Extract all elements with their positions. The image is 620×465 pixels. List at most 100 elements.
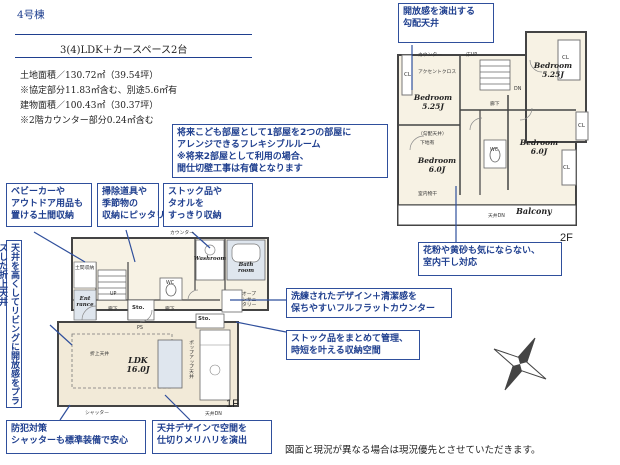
callout-towel-line-3: すっきり収納 <box>168 211 222 221</box>
shoes-storage-label: 土間収納 <box>75 266 95 271</box>
callout-stroller-line-3: 置ける土間収納 <box>11 211 75 221</box>
counter-label-2f: カウンター <box>418 53 442 58</box>
callout-flexible-line-3: ※将来2部屋として利用の場合、 <box>177 152 309 162</box>
callout-drying-line-2: 室内干し対応 <box>423 258 478 268</box>
spec-building-area: 建物面積／100.43㎡（30.37坪） <box>20 101 159 111</box>
slope-ceiling-label: （勾配天井） <box>418 132 447 137</box>
callout-counter-line-2: 保ちやすいフルフラットカウンター <box>291 304 436 314</box>
room-2f-balcony: Balcony <box>516 206 552 216</box>
shutter-label: シャッター <box>85 411 109 416</box>
callout-dirt-floor-storage: ベビーカーや アウトドア用品も 置ける土間収納 <box>6 183 92 227</box>
bedroom-c-size: 6.0J <box>428 165 446 174</box>
callout-crime-line-2: シャッターも標準装備で安心 <box>11 436 129 446</box>
compass-rose <box>493 337 547 391</box>
callout-cleaning-storage: 掃除道具や 季節物の 収納にピッタリ <box>97 183 166 227</box>
lower-ceiling-label: 下地有 <box>420 141 435 146</box>
closet-label-2f-a: CL <box>404 72 411 78</box>
entrance-name-2: rance <box>76 302 94 308</box>
bedroom-a-size: 5.25J <box>422 102 444 111</box>
callout-high-ceiling-line-2: 開放感をプラスした折上天井 <box>0 243 19 405</box>
floor-label-1f: 1F <box>226 398 239 410</box>
floor-label-2f: 2F <box>560 232 573 244</box>
ps-label: PS <box>137 326 143 331</box>
callout-flexible-line-4: 間仕切壁工事は有償となります <box>177 164 303 174</box>
indoor-hanger-label: 室内物干 <box>418 192 438 197</box>
popup-ceiling-label: ポップアップ天井 <box>188 340 193 379</box>
room-2f-bedroom-b: Bedroom 5.25J <box>533 61 573 79</box>
callout-design-line-2: 仕切りメリハリを演出 <box>157 436 248 446</box>
callout-flexible-line-1: 将来こども部屋として1部屋を2つの部屋に <box>177 128 352 138</box>
ldk-name: LDK <box>128 355 148 365</box>
closet-label-2f-d: CL <box>563 165 570 171</box>
ldk-size: 16.0J <box>126 364 150 374</box>
callout-flexible-line-2: アレンジできるフレキシブルルーム <box>177 140 321 150</box>
room-1f-washroom: Washroom <box>193 256 227 262</box>
callout-stock-storage: ストック品をまとめて管理、 時短を叶える収納空間 <box>286 330 420 360</box>
down-label-2f: DN <box>514 87 522 92</box>
callout-towel-line-1: ストック品や <box>168 187 223 197</box>
room-1f-ldk: LDK 16.0J <box>120 356 156 374</box>
bathroom-name-2: room <box>237 268 255 274</box>
floor-up-label: 床UP <box>466 53 478 58</box>
room-1f-entrance: Ent rance <box>74 296 96 308</box>
callout-stock-line-1: ストック品をまとめて管理、 <box>291 334 409 344</box>
spec-counter-note: ※2階カウンター部分0.24㎡含む <box>20 116 154 126</box>
bedroom-a-name: Bedroom <box>413 93 453 102</box>
entrance-name-1: Ent <box>79 296 91 302</box>
callout-slope-ceiling-line-1: 開放感を演出する <box>403 7 476 17</box>
callout-stroller-line-2: アウトドア用品も <box>11 199 84 209</box>
callout-cleaning-line-1: 掃除道具や <box>102 187 148 197</box>
bedroom-b-size: 5.25J <box>542 70 564 79</box>
callout-high-ceiling-line-1: 天井を高くしてリビングに <box>9 243 19 351</box>
callout-indoor-drying: 花粉や黄砂も気にならない、 室内干し対応 <box>418 242 562 276</box>
open-sanitary-label: オープンサニタリー <box>242 292 257 308</box>
callout-counter-line-1: 洗練されたデザイン＋清潔感を <box>291 292 418 302</box>
bedroom-d-name: Bedroom <box>519 138 559 147</box>
ceiling-dn-label-1f: 天井DN <box>205 412 222 417</box>
spec-agreement-note: ※協定部分11.83㎡含む、別途5.6㎡有 <box>20 86 178 96</box>
callout-flat-counter: 洗練されたデザイン＋清潔感を 保ちやすいフルフラットカウンター <box>286 288 452 318</box>
title-rule-1 <box>15 34 252 35</box>
hall-label-1f-b: 廊下 <box>108 307 118 312</box>
room-1f-bathroom: Bath room <box>232 262 260 274</box>
callout-slope-ceiling-line-2: 勾配天井 <box>403 19 440 29</box>
callout-recessed-ceiling: 天井を高くしてリビングに開放感をプラスした折上天井 <box>0 240 22 408</box>
callout-crime-line-1: 防犯対策 <box>11 424 48 434</box>
bedroom-d-size: 6.0J <box>530 147 548 156</box>
wc-label-2f: WC <box>490 148 499 153</box>
house-name: 4号棟 <box>17 9 45 21</box>
callout-design-line-1: 天井デザインで空間を <box>157 424 248 434</box>
bedroom-b-name: Bedroom <box>533 61 573 70</box>
counter-label-1f: カウンター <box>170 231 194 236</box>
room-2f-bedroom-a: Bedroom 5.25J <box>413 93 453 111</box>
callout-security-shutter: 防犯対策 シャッターも標準装備で安心 <box>6 420 146 454</box>
closet-label-2f-e: CL <box>578 123 585 129</box>
callout-ceiling-design: 天井デザインで空間を 仕切りメリハリを演出 <box>152 420 272 454</box>
hall-label-2f: 廊下 <box>490 102 500 107</box>
storage-label-1f-a: Sto. <box>198 316 211 322</box>
spec-land-area: 土地面積／130.72㎡（39.54坪） <box>20 71 159 81</box>
plan-type: 3(4)LDK＋カースペース2台 <box>60 45 188 56</box>
callout-drying-line-1: 花粉や黄砂も気にならない、 <box>423 246 541 256</box>
title-rule-2 <box>15 57 252 58</box>
bathroom-name-1: Bath <box>238 262 254 268</box>
closet-label-2f-b: CL <box>562 55 569 61</box>
callout-towel-storage: ストック品や タオルを すっきり収納 <box>163 183 253 227</box>
recessed-ceiling-label: 折上天井 <box>90 352 110 357</box>
wc-label-1f: WC <box>166 281 175 286</box>
room-2f-bedroom-c: Bedroom 6.0J <box>416 156 458 174</box>
disclaimer-note: 図面と現況が異なる場合は現況優先とさせていただきます。 <box>285 445 541 456</box>
callout-flexible-room: 将来こども部屋として1部屋を2つの部屋に アレンジできるフレキシブルルーム ※将… <box>172 124 388 178</box>
callout-towel-line-2: タオルを <box>168 199 205 209</box>
hall-label-1f: 廊下 <box>165 307 175 312</box>
ceiling-dn-label-2f: 天井DN <box>488 214 505 219</box>
callout-cleaning-line-2: 季節物の <box>102 199 139 209</box>
callout-slope-ceiling: 開放感を演出する 勾配天井 <box>398 3 494 43</box>
up-label-1f: UP <box>110 292 117 297</box>
callout-stroller-line-1: ベビーカーや <box>11 187 66 197</box>
bedroom-c-name: Bedroom <box>417 156 457 165</box>
room-2f-bedroom-d: Bedroom 6.0J <box>518 138 560 156</box>
callout-cleaning-line-3: 収納にピッタリ <box>102 211 166 221</box>
callout-stock-line-2: 時短を叶える収納空間 <box>291 346 381 356</box>
